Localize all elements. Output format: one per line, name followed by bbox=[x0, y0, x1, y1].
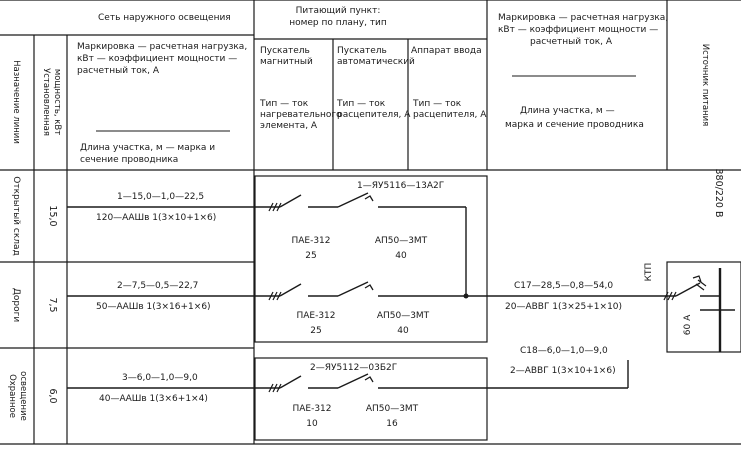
right-marking-caption-1: Маркировка — расчетная нагрузка, bbox=[498, 13, 668, 23]
line-2-starter-mag: ПАЕ-312 bbox=[296, 311, 335, 321]
source-breaker-current: 60 А bbox=[683, 314, 693, 335]
source-breaker-marks bbox=[695, 279, 707, 291]
right-length-caption-1: Длина участка, м — bbox=[520, 106, 615, 116]
input-device-sub-2: расцепителя, А bbox=[413, 110, 487, 120]
line-3-cable: 40—ААШв 1(3×6+1×4) bbox=[99, 394, 208, 404]
source-ktp bbox=[666, 261, 741, 353]
breaker-hook-1 bbox=[364, 195, 374, 202]
left-marking-caption-2: кВт — коэффициент мощности — bbox=[77, 54, 237, 64]
left-length-caption-1: Длина участка, м — марка и bbox=[80, 143, 215, 153]
starter-mag-sub-1: Тип — ток bbox=[259, 99, 309, 109]
supply-voltage: 380/220 В bbox=[713, 168, 724, 217]
line-3-starter-auto: АП50—3МТ bbox=[366, 404, 419, 414]
starter-mag-sub-2: нагревательного bbox=[260, 110, 342, 120]
line-purpose-3b: освещение bbox=[18, 371, 28, 421]
line-1-starter-mag: ПАЕ-312 bbox=[291, 236, 330, 246]
line-2-cable: 50—ААШв 1(3×16+1×6) bbox=[96, 302, 211, 312]
right-marking-caption-3: расчетный ток, А bbox=[530, 37, 613, 47]
line-power-3: 6,0 bbox=[47, 388, 58, 403]
network-title: Сеть наружного освещения bbox=[98, 13, 231, 23]
line-3-starter-auto-current: 16 bbox=[386, 419, 398, 429]
line-2-starter-auto-current: 40 bbox=[397, 326, 409, 336]
line-3-switch-mag bbox=[279, 375, 302, 389]
line-2-marking: 2—7,5—0,5—22,7 bbox=[117, 281, 198, 291]
circuits bbox=[67, 192, 676, 389]
feeder-1-cable: 20—АВВГ 1(3×25+1×10) bbox=[505, 302, 622, 312]
line-1-starter-auto-current: 40 bbox=[395, 251, 407, 261]
header: Сеть наружного освещения Питающий пункт:… bbox=[11, 6, 710, 165]
line-1-switch-mag bbox=[279, 194, 302, 208]
feed-point-subtitle: номер по плану, тип bbox=[289, 18, 387, 28]
line-power-1: 15,0 bbox=[47, 205, 58, 226]
feeder-2-marking: С18—6,0—1,0—9,0 bbox=[520, 346, 608, 356]
phase-ticks-1 bbox=[268, 202, 282, 212]
line-1-starter-auto: АП50—3МТ bbox=[375, 236, 428, 246]
line-3-switch-auto bbox=[337, 373, 369, 389]
line-1-starter-mag-current: 25 bbox=[305, 251, 316, 261]
right-length-caption-2: марка и сечение проводника bbox=[505, 120, 644, 130]
line-annotations: 1—15,0—1,0—22,5 120—ААШв 1(3×10+1×6) 2—7… bbox=[96, 192, 622, 404]
breaker-hook-2 bbox=[364, 284, 374, 291]
equipment-labels: ПАЕ-312 25 АП50—3МТ 40 ПАЕ-312 25 АП50—3… bbox=[291, 236, 429, 429]
feeder-1-marking: С17—28,5—0,8—54,0 bbox=[514, 281, 613, 291]
right-marking-caption-2: кВт — коэффициент мощности — bbox=[498, 25, 658, 35]
source-breaker-blade bbox=[675, 282, 701, 297]
panel-1-label: 1—ЯУ5116—13А2Г bbox=[357, 181, 444, 191]
phase-ticks-3 bbox=[268, 383, 282, 393]
left-marking-caption-3: расчетный ток, А bbox=[77, 66, 160, 76]
starter-auto-caption-2: автоматический bbox=[337, 57, 415, 67]
breaker-hooks bbox=[364, 195, 374, 383]
panels bbox=[254, 175, 488, 441]
panel-2-box bbox=[254, 357, 488, 441]
input-device-caption: Аппарат ввода bbox=[411, 46, 482, 56]
col-power-1: Установленная bbox=[41, 68, 51, 136]
starter-auto-caption-1: Пускатель bbox=[337, 46, 387, 56]
junction-dot bbox=[463, 293, 469, 299]
col-power-2: мощность, кВт bbox=[52, 69, 62, 135]
row-labels: Открытый склад 15,0 Дороги 7,5 Охранное … bbox=[7, 168, 724, 420]
source-label: КТП bbox=[644, 263, 654, 282]
line-purpose-1: Открытый склад bbox=[11, 176, 21, 256]
line-purpose-3a: Охранное bbox=[7, 374, 17, 418]
source-breaker-hook bbox=[692, 275, 702, 283]
phase-ticks-2 bbox=[268, 291, 282, 301]
line-3-starter-mag-current: 10 bbox=[306, 419, 318, 429]
line-3-marking: 3—6,0—1,0—9,0 bbox=[122, 373, 198, 383]
phase-ticks bbox=[268, 202, 677, 393]
line-2-starter-mag-current: 25 bbox=[310, 326, 321, 336]
source-box bbox=[666, 261, 741, 353]
col-line-purpose: Назначение линии bbox=[11, 60, 21, 144]
line-power-2: 7,5 bbox=[47, 297, 58, 312]
line-3-starter-mag: ПАЕ-312 bbox=[292, 404, 331, 414]
feed-point-title: Питающий пункт: bbox=[296, 6, 381, 16]
line-purpose-2: Дороги bbox=[11, 288, 21, 322]
feeder-2-cable: 2—АВВГ 1(3×10+1×6) bbox=[510, 366, 616, 376]
line-2-switch-auto bbox=[337, 281, 369, 297]
line-2-starter-auto: АП50—3МТ bbox=[377, 311, 430, 321]
starter-mag-caption-2: магнитный bbox=[260, 57, 313, 67]
starter-auto-sub-1: Тип — ток bbox=[336, 99, 386, 109]
line-1-cable: 120—ААШв 1(3×10+1×6) bbox=[96, 213, 216, 223]
input-device-sub-1: Тип — ток bbox=[412, 99, 462, 109]
starter-mag-sub-3: элемента, А bbox=[260, 121, 318, 131]
line-2-switch-mag bbox=[279, 283, 302, 297]
panel-2-label: 2—ЯУ5112—03Б2Г bbox=[310, 363, 397, 373]
left-length-caption-2: сечение проводника bbox=[80, 155, 178, 165]
line-1-marking: 1—15,0—1,0—22,5 bbox=[117, 192, 204, 202]
left-marking-caption-1: Маркировка — расчетная нагрузка, bbox=[77, 42, 247, 52]
line-1-switch-auto bbox=[337, 192, 369, 208]
starter-auto-sub-2: расцепителя, А bbox=[337, 110, 411, 120]
power-source-caption: Источник питания bbox=[700, 44, 710, 127]
panel-1-box bbox=[254, 175, 488, 343]
starter-mag-caption-1: Пускатель bbox=[260, 46, 310, 56]
breaker-hook-3 bbox=[364, 376, 374, 383]
